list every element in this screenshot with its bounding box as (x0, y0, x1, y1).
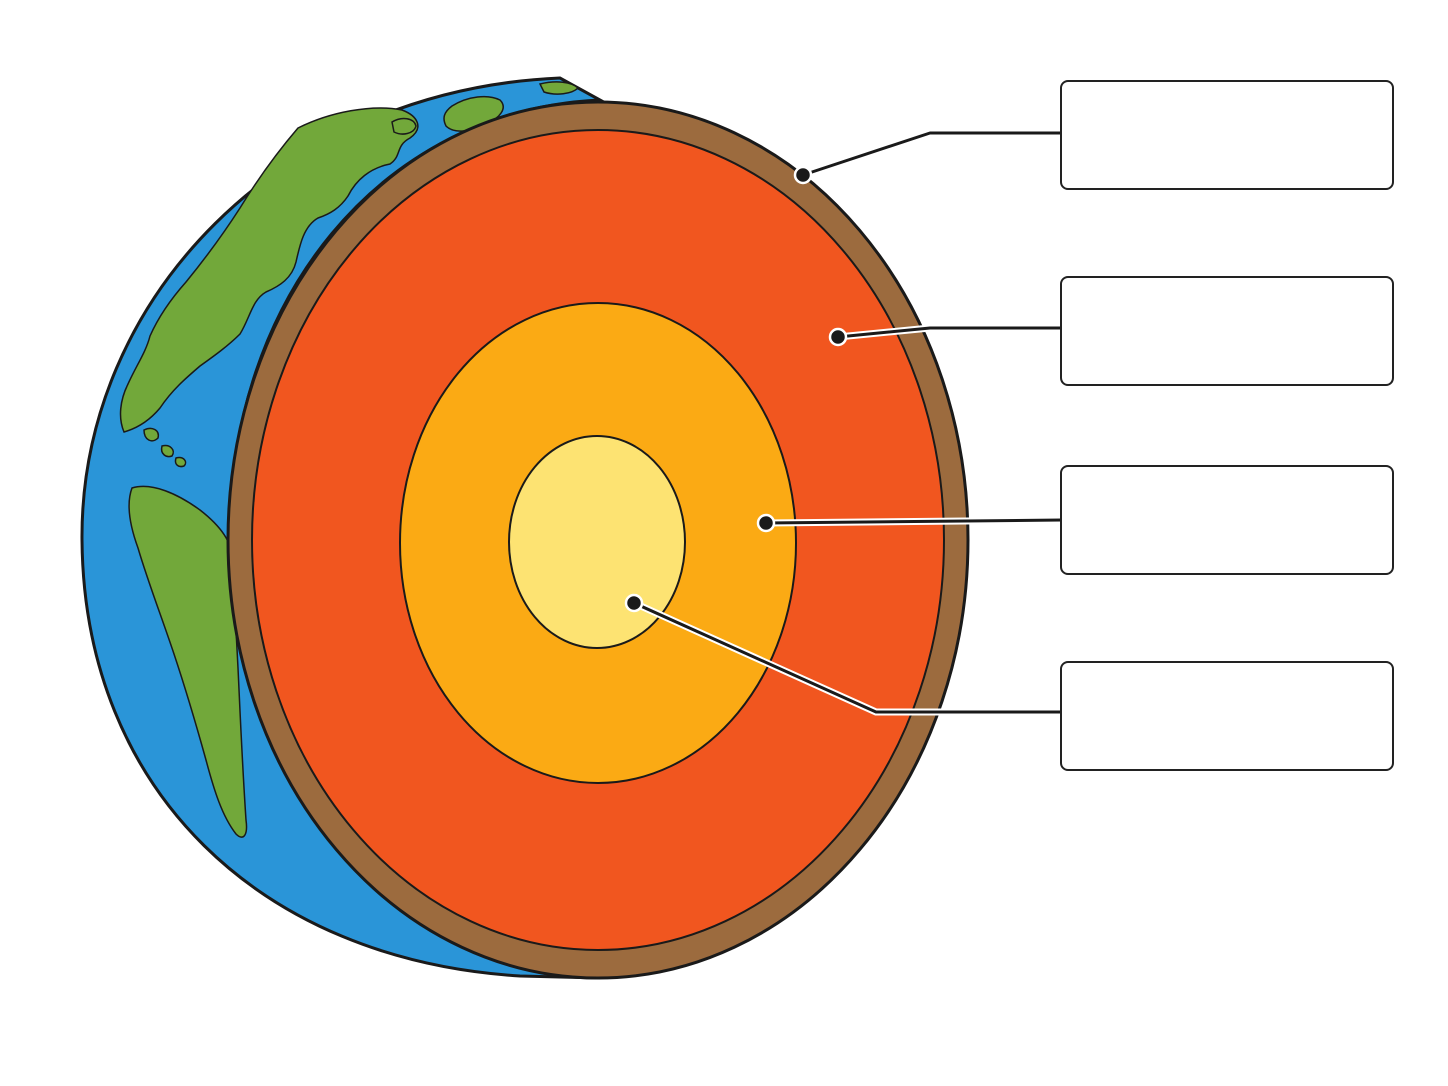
continent-north-america (119, 107, 419, 433)
label-box-outer-core[interactable] (1060, 465, 1394, 575)
label-box-inner-core[interactable] (1060, 661, 1394, 771)
leader-line-outer-core (765, 518, 1063, 525)
island-caribbean-1 (143, 427, 160, 442)
island-caribbean-2 (160, 444, 174, 458)
leader-line-crust (802, 131, 1062, 177)
leader-line-crust-halo (801, 129, 1062, 179)
label-box-mantle[interactable] (1060, 276, 1394, 386)
island-caribbean-3 (174, 456, 187, 468)
pointer-dot-inner-core (624, 593, 644, 613)
leader-line-inner-core (633, 601, 1062, 714)
leader-line-mantle (837, 326, 1062, 339)
pointer-dot-crust (793, 165, 813, 185)
island-north-1 (391, 117, 417, 135)
leader-lines (632, 129, 1063, 716)
pointer-dot-mantle (828, 327, 848, 347)
label-box-crust[interactable] (1060, 80, 1394, 190)
pointer-dots (624, 165, 848, 613)
inner-core-layer (508, 435, 686, 649)
pointer-dot-outer-core (756, 513, 776, 533)
island-north-2 (538, 81, 580, 95)
